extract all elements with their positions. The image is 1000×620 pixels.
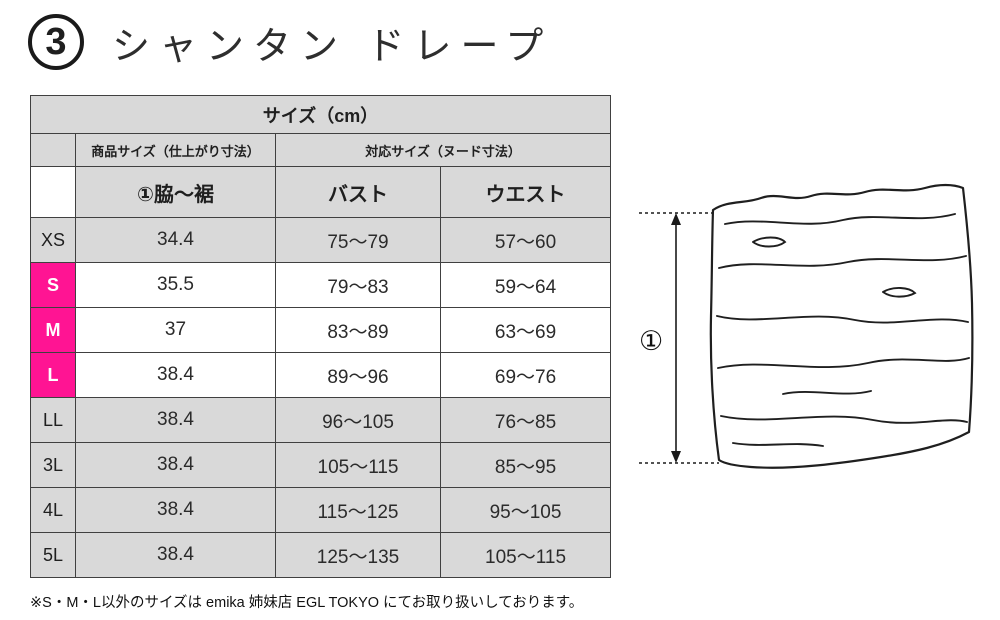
side-to-hem-value: 37 bbox=[75, 307, 276, 353]
fold-line bbox=[752, 236, 787, 248]
table-group-header-row: 商品サイズ（仕上がり寸法） 対応サイズ（ヌード寸法） bbox=[30, 133, 612, 167]
dimension-label: ① bbox=[639, 326, 663, 357]
garment-outline bbox=[709, 183, 974, 469]
fold-line bbox=[732, 442, 824, 447]
size-label: 5L bbox=[30, 532, 76, 578]
bust-value: 125～135 bbox=[275, 532, 441, 578]
waist-value: 59～64 bbox=[439, 262, 612, 308]
nude-size-group-header: 対応サイズ（ヌード寸法） bbox=[274, 133, 612, 167]
item-number-badge: 3 bbox=[28, 14, 84, 70]
bust-value: 75～79 bbox=[275, 217, 441, 263]
bust-value: 96～105 bbox=[275, 397, 441, 443]
bust-value: 105～115 bbox=[275, 442, 441, 488]
garment-drawing: ① bbox=[639, 183, 974, 469]
size-label: M bbox=[30, 307, 76, 353]
fold-line bbox=[720, 415, 968, 424]
side-to-hem-value: 35.5 bbox=[75, 262, 276, 308]
side-to-hem-value: 38.4 bbox=[75, 487, 276, 533]
col-header-side-to-hem: ①脇～裾 bbox=[75, 166, 276, 218]
item-number: 3 bbox=[45, 21, 67, 63]
bust-value: 115～125 bbox=[275, 487, 441, 533]
fold-line bbox=[717, 357, 970, 369]
waist-value: 69～76 bbox=[439, 352, 612, 398]
waist-value: 76～85 bbox=[439, 397, 612, 443]
fold-line bbox=[882, 287, 917, 298]
table-title-row: サイズ（cm） bbox=[29, 95, 612, 134]
fold-line bbox=[716, 315, 969, 324]
fold-line bbox=[718, 255, 967, 269]
side-to-hem-value: 38.4 bbox=[75, 532, 276, 578]
side-to-hem-value: 38.4 bbox=[75, 442, 276, 488]
page-title: シャンタン ドレープ bbox=[112, 25, 553, 68]
size-label: XS bbox=[30, 217, 76, 263]
bust-value: 89～96 bbox=[275, 352, 441, 398]
size-label: L bbox=[30, 352, 76, 398]
arrow-head-bottom-icon bbox=[671, 451, 681, 463]
col-header-waist: ウエスト bbox=[439, 166, 612, 218]
footnote: ※S・M・L以外のサイズは emika 姉妹店 EGL TOKYO にてお取り扱… bbox=[30, 595, 584, 611]
arrow-head-top-icon bbox=[671, 213, 681, 225]
page-header: 3 シャンタン ドレープ bbox=[28, 14, 552, 70]
waist-value: 63～69 bbox=[439, 307, 612, 353]
waist-value: 95～105 bbox=[439, 487, 612, 533]
side-to-hem-value: 34.4 bbox=[75, 217, 276, 263]
garment-diagram: ① bbox=[633, 158, 993, 508]
table-column-header-row: ①脇～裾 バスト ウエスト bbox=[30, 166, 612, 218]
size-label: 4L bbox=[30, 487, 76, 533]
size-label: S bbox=[30, 262, 76, 308]
size-label: LL bbox=[30, 397, 76, 443]
empty-corner-cell bbox=[30, 166, 76, 218]
product-size-group-header: 商品サイズ（仕上がり寸法） bbox=[75, 133, 276, 167]
waist-value: 85～95 bbox=[439, 442, 612, 488]
waist-value: 105～115 bbox=[439, 532, 612, 578]
waist-value: 57～60 bbox=[439, 217, 612, 263]
col-header-bust: バスト bbox=[275, 166, 441, 218]
side-to-hem-value: 38.4 bbox=[75, 352, 276, 398]
empty-corner-cell bbox=[30, 133, 76, 167]
fold-line bbox=[724, 213, 956, 225]
bust-value: 83～89 bbox=[275, 307, 441, 353]
fold-line bbox=[782, 390, 872, 395]
side-to-hem-value: 38.4 bbox=[75, 397, 276, 443]
size-table: サイズ（cm） 商品サイズ（仕上がり寸法） 対応サイズ（ヌード寸法） ①脇～裾 … bbox=[29, 95, 612, 578]
bust-value: 79～83 bbox=[275, 262, 441, 308]
table-title: サイズ（cm） bbox=[29, 95, 612, 134]
size-label: 3L bbox=[30, 442, 76, 488]
